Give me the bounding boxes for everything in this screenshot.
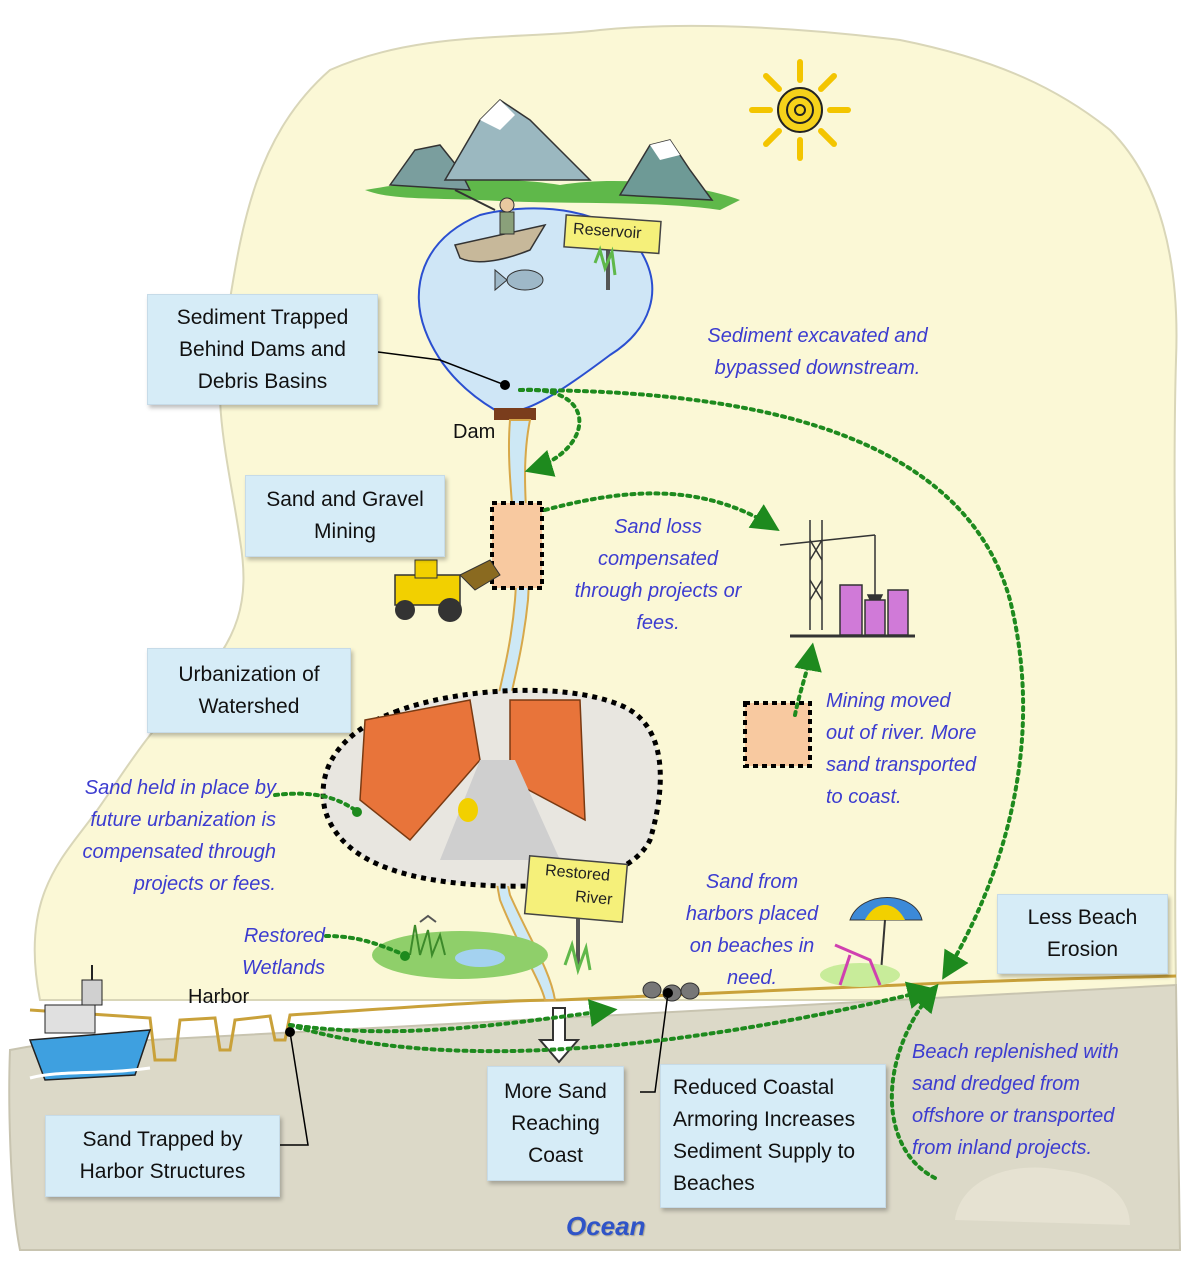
note-mining-moved: Mining moved out of river. More sand tra… xyxy=(826,690,977,808)
restored-river-sign-label-2: River xyxy=(574,888,614,909)
dam xyxy=(494,408,536,420)
relocated-mining-area xyxy=(743,701,812,768)
coastline xyxy=(29,974,1177,1062)
label-sediment-trapped: Sediment Trapped Behind Dams and Debris … xyxy=(147,294,378,405)
bulldozer-icon xyxy=(394,559,501,622)
wetlands-icon xyxy=(372,914,548,979)
offshore-sand-mound xyxy=(955,1167,1130,1225)
restored-river-sign xyxy=(523,855,629,976)
connector-lines xyxy=(280,351,669,1146)
wetlands-dot xyxy=(400,951,410,961)
label-sand-trapped-harbor: Sand Trapped by Harbor Structures xyxy=(45,1115,280,1197)
label-sand-gravel-mining: Sand and Gravel Mining xyxy=(245,475,445,557)
note-sand-loss: Sand loss compensated through projects o… xyxy=(574,516,742,634)
harbor-label: Harbor xyxy=(188,986,250,1008)
dam-label: Dam xyxy=(453,421,496,443)
ship-icon xyxy=(28,965,152,1081)
note-sediment-excavated: Sediment excavated and bypassed downstre… xyxy=(707,325,928,379)
reservoir-connector-dot xyxy=(500,380,510,390)
fish-icon xyxy=(494,268,544,292)
fishing-boat-icon xyxy=(453,189,547,263)
label-more-sand-coast: More Sand Reaching Coast xyxy=(487,1066,624,1181)
mountains-icon xyxy=(365,99,740,210)
note-beach-replenished: Beach replenished with sand dredged from… xyxy=(912,1041,1119,1159)
reservoir-sign xyxy=(563,214,662,290)
label-reduced-armoring: Reduced Coastal Armoring Increases Sedim… xyxy=(660,1064,886,1208)
sun-icon xyxy=(749,59,851,161)
river-mining-area xyxy=(490,501,544,590)
urban-dot xyxy=(352,807,362,817)
beach-umbrella-icon xyxy=(820,897,923,987)
land-area xyxy=(33,24,1178,1001)
label-urbanization: Urbanization of Watershed xyxy=(147,648,351,733)
rocks-connector-dot xyxy=(663,988,673,998)
harbor-connector-dot xyxy=(285,1027,295,1037)
ocean-label: Ocean xyxy=(566,1211,646,1241)
label-less-beach-erosion: Less Beach Erosion xyxy=(997,894,1168,974)
sediment-flow-arrows xyxy=(273,387,1026,1180)
construction-crane-icon xyxy=(779,520,915,638)
note-sand-held: Sand held in place by future urbanizatio… xyxy=(82,777,276,895)
note-sand-from-harbors: Sand from harbors placed on beaches in n… xyxy=(685,871,819,989)
city-street-icon xyxy=(359,699,586,860)
note-restored-wetlands: Restored Wetlands xyxy=(241,925,325,979)
